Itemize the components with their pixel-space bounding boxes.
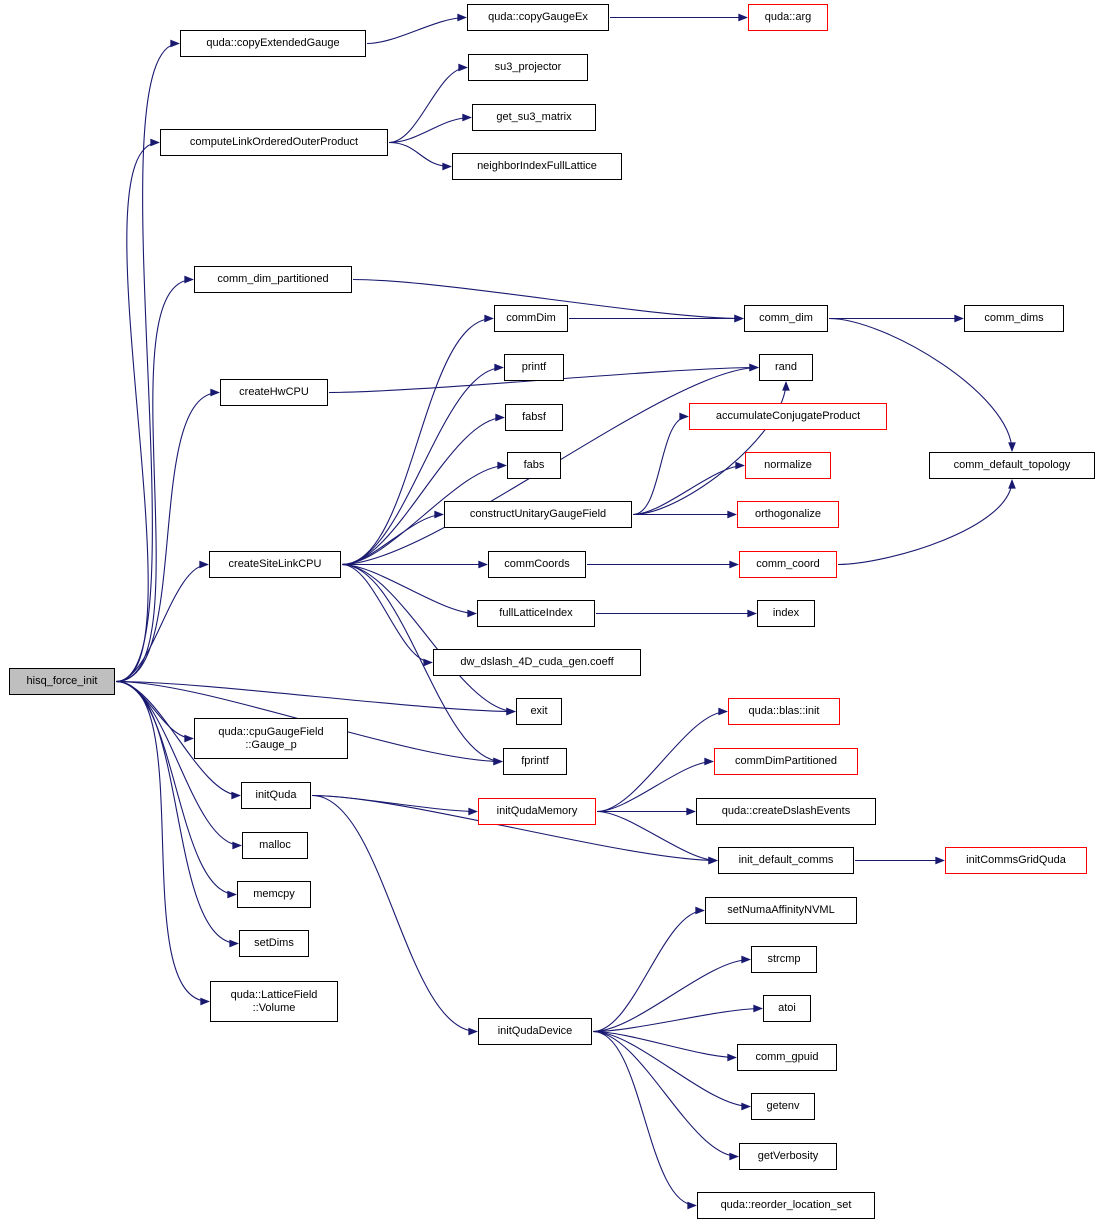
edge-createSiteLinkCPU-to-commDim — [341, 314, 494, 566]
edge-hisq_force_init-to-quda_LatticeField_Volume — [115, 680, 210, 1006]
node-quda_copyExtendedGauge[interactable]: quda::copyExtendedGauge — [180, 30, 366, 57]
edge-initQudaDevice-to-quda_reorder_location_set — [592, 1030, 697, 1210]
node-strcmp[interactable]: strcmp — [751, 946, 817, 973]
node-atoi[interactable]: atoi — [763, 995, 811, 1022]
edge-initQudaDevice-to-getenv — [592, 1030, 751, 1111]
node-fabs[interactable]: fabs — [507, 452, 561, 479]
node-quda_arg[interactable]: quda::arg — [748, 4, 828, 31]
node-comm_gpuid[interactable]: comm_gpuid — [737, 1044, 837, 1071]
node-commDim[interactable]: commDim — [494, 305, 568, 332]
node-init_default_comms[interactable]: init_default_comms — [718, 847, 854, 874]
edge-hisq_force_init-to-memcpy — [115, 680, 237, 899]
node-dw_dslash_4D_cuda_gen_coeff[interactable]: dw_dslash_4D_cuda_gen.coeff — [433, 649, 641, 676]
node-createHwCPU[interactable]: createHwCPU — [220, 379, 328, 406]
node-rand[interactable]: rand — [759, 354, 813, 381]
node-quda_LatticeField_Volume[interactable]: quda::LatticeField ::Volume — [210, 981, 338, 1022]
node-malloc[interactable]: malloc — [242, 832, 308, 859]
edge-initQuda-to-init_default_comms — [311, 794, 718, 865]
edge-computeLinkOrderedOuterProduct-to-neighborIndexFullLattice — [388, 141, 452, 171]
node-printf[interactable]: printf — [504, 354, 564, 381]
edge-hisq_force_init-to-comm_dim_partitioned — [115, 275, 194, 683]
node-su3_projector[interactable]: su3_projector — [468, 54, 588, 81]
edge-constructUnitaryGaugeField-to-rand — [632, 381, 790, 516]
node-quda_createDslashEvents[interactable]: quda::createDslashEvents — [696, 798, 876, 825]
node-computeLinkOrderedOuterProduct[interactable]: computeLinkOrderedOuterProduct — [160, 129, 388, 156]
node-comm_dim[interactable]: comm_dim — [744, 305, 828, 332]
edge-initQudaDevice-to-getVerbosity — [592, 1030, 739, 1161]
node-constructUnitaryGaugeField[interactable]: constructUnitaryGaugeField — [444, 501, 632, 528]
node-getenv[interactable]: getenv — [751, 1093, 815, 1120]
node-commCoords[interactable]: commCoords — [488, 551, 586, 578]
node-exit[interactable]: exit — [516, 698, 562, 725]
node-comm_dim_partitioned[interactable]: comm_dim_partitioned — [194, 266, 352, 293]
edge-createSiteLinkCPU-to-fabsf — [341, 413, 505, 566]
edge-initQudaDevice-to-comm_gpuid — [592, 1030, 737, 1062]
node-commDimPartitioned[interactable]: commDimPartitioned — [714, 748, 858, 775]
edge-createSiteLinkCPU-to-exit — [341, 563, 516, 716]
node-setNumaAffinityNVML[interactable]: setNumaAffinityNVML — [705, 897, 857, 924]
edge-initQudaMemory-to-init_default_comms — [596, 810, 718, 865]
edge-initQuda-to-initQudaMemory — [311, 794, 478, 816]
node-orthogonalize[interactable]: orthogonalize — [737, 501, 839, 528]
edge-constructUnitaryGaugeField-to-accumulateConjugateProduct — [632, 412, 689, 516]
edge-computeLinkOrderedOuterProduct-to-get_su3_matrix — [388, 113, 472, 144]
edge-initQudaDevice-to-atoi — [592, 1004, 763, 1033]
edge-initQudaMemory-to-commDimPartitioned — [596, 757, 714, 813]
node-setDims[interactable]: setDims — [239, 930, 309, 957]
edge-computeLinkOrderedOuterProduct-to-su3_projector — [388, 63, 468, 144]
node-index[interactable]: index — [757, 600, 815, 627]
node-memcpy[interactable]: memcpy — [237, 881, 311, 908]
node-initQudaDevice[interactable]: initQudaDevice — [478, 1018, 592, 1045]
node-get_su3_matrix[interactable]: get_su3_matrix — [472, 104, 596, 131]
node-comm_coord[interactable]: comm_coord — [739, 551, 837, 578]
node-normalize[interactable]: normalize — [745, 452, 831, 479]
node-initQuda[interactable]: initQuda — [241, 782, 311, 809]
edge-createSiteLinkCPU-to-dw_dslash_4D_cuda_gen_coeff — [341, 563, 433, 667]
node-createSiteLinkCPU[interactable]: createSiteLinkCPU — [209, 551, 341, 578]
node-fprintf[interactable]: fprintf — [503, 748, 567, 775]
node-initQudaMemory[interactable]: initQudaMemory — [478, 798, 596, 825]
edge-createSiteLinkCPU-to-fprintf — [341, 563, 503, 766]
node-quda_reorder_location_set[interactable]: quda::reorder_location_set — [697, 1192, 875, 1219]
node-fabsf[interactable]: fabsf — [505, 404, 563, 431]
edge-comm_dim_partitioned-to-comm_dim — [352, 278, 744, 323]
edge-createSiteLinkCPU-to-fullLatticeIndex — [341, 563, 477, 618]
node-comm_dims[interactable]: comm_dims — [964, 305, 1064, 332]
node-quda_copyGaugeEx[interactable]: quda::copyGaugeEx — [467, 4, 609, 31]
edge-initQudaDevice-to-setNumaAffinityNVML — [592, 906, 705, 1033]
edge-hisq_force_init-to-exit — [115, 680, 516, 716]
node-accumulateConjugateProduct[interactable]: accumulateConjugateProduct — [689, 403, 887, 430]
edge-hisq_force_init-to-computeLinkOrderedOuterProduct — [115, 138, 160, 683]
node-quda_blas_init[interactable]: quda::blas::init — [728, 698, 840, 725]
node-neighborIndexFullLattice[interactable]: neighborIndexFullLattice — [452, 153, 622, 180]
edge-constructUnitaryGaugeField-to-normalize — [632, 461, 745, 516]
node-hisq_force_init: hisq_force_init — [9, 668, 115, 695]
edge-hisq_force_init-to-createHwCPU — [115, 388, 220, 683]
edge-createSiteLinkCPU-to-constructUnitaryGaugeField — [341, 510, 444, 566]
node-getVerbosity[interactable]: getVerbosity — [739, 1143, 837, 1170]
node-initCommsGridQuda[interactable]: initCommsGridQuda — [945, 847, 1087, 874]
node-quda_cpuGaugeField_Gauge_p[interactable]: quda::cpuGaugeField ::Gauge_p — [194, 718, 348, 759]
edge-createSiteLinkCPU-to-printf — [341, 363, 504, 566]
node-comm_default_topology[interactable]: comm_default_topology — [929, 452, 1095, 479]
edge-initQuda-to-initQudaDevice — [311, 794, 478, 1036]
edge-comm_coord-to-comm_default_topology — [837, 479, 1016, 566]
edge-comm_dim-to-comm_default_topology — [828, 317, 1016, 452]
edge-initQudaMemory-to-quda_blas_init — [596, 707, 728, 813]
node-fullLatticeIndex[interactable]: fullLatticeIndex — [477, 600, 595, 627]
edge-quda_copyExtendedGauge-to-quda_copyGaugeEx — [366, 13, 467, 45]
edge-initQudaDevice-to-strcmp — [592, 955, 751, 1033]
edge-hisq_force_init-to-createSiteLinkCPU — [115, 560, 209, 683]
edge-createSiteLinkCPU-to-fabs — [341, 461, 507, 566]
